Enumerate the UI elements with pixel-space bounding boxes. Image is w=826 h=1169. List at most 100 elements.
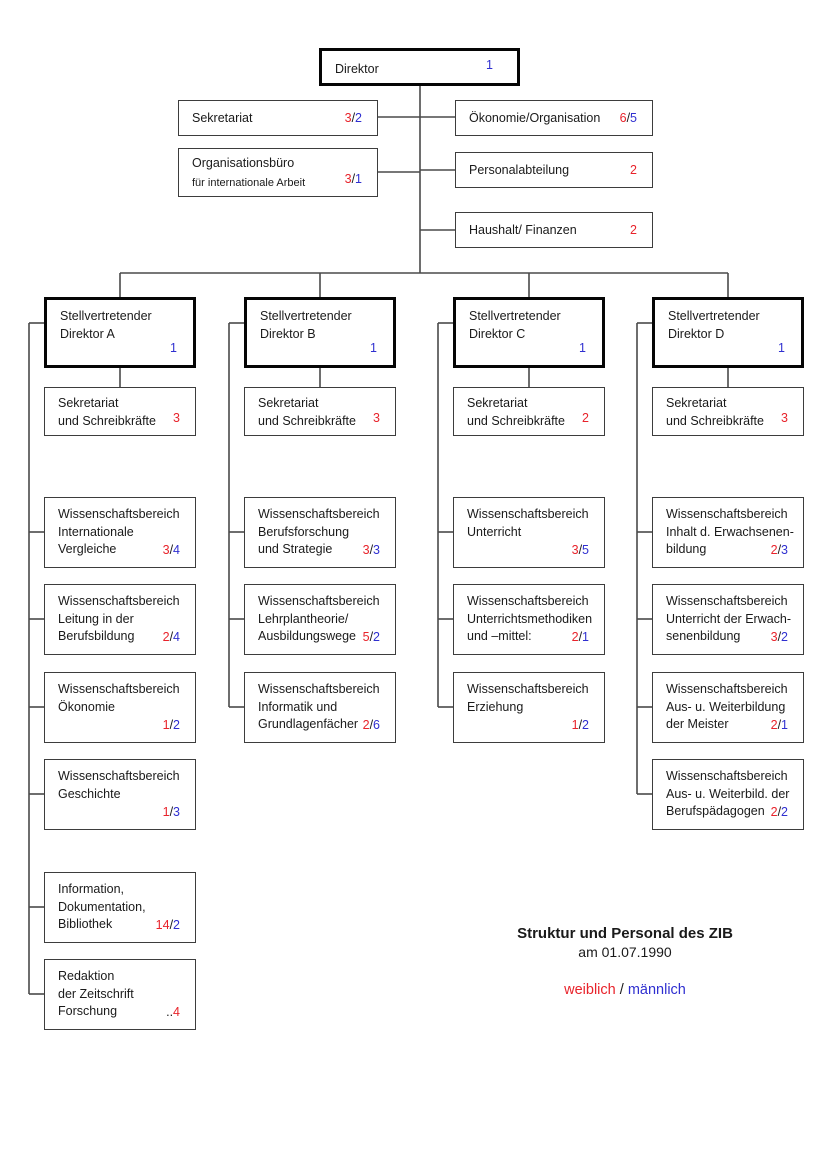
stellv-direktor-a-label: Stellvertretender: [60, 309, 152, 323]
staff-count: 1: [370, 341, 377, 355]
wb-unterricht-erwachsenenbildung-label: Wissenschaftsbereich: [666, 594, 788, 608]
sekretariat-c-label: Sekretariat: [467, 396, 528, 410]
wb-informatik-label: Wissenschaftsbereich: [258, 682, 380, 696]
staff-count: 5/2: [362, 630, 380, 644]
stellv-direktor-c-label: Stellvertretender: [469, 309, 561, 323]
redaktion-forschung-label: der Zeitschrift: [58, 986, 134, 1001]
sekretariat-b-box: Sekretariat und Schreibkräfte 3: [244, 387, 396, 436]
staff-count: 1: [170, 341, 177, 355]
wb-weiterbildung-meister-label: der Meister: [666, 717, 729, 731]
information-dokumentation-label: Information,: [58, 882, 125, 896]
wb-geschichte-label: Geschichte: [58, 786, 121, 801]
wb-internationale-vergleiche-label: Vergleiche: [58, 542, 117, 556]
information-dokumentation-label: Dokumentation,: [58, 899, 146, 914]
wb-unterrichtsmethodiken-label: und –mittel:: [467, 629, 532, 643]
staff-count: ..4: [166, 1005, 180, 1019]
wb-internationale-vergleiche-label: Wissenschaftsbereich: [58, 507, 180, 521]
information-dokumentation-box: Information, Dokumentation, Bibliothek 14/2: [44, 872, 196, 943]
caption-block: Struktur und Personal des ZIB am 01.07.1…: [430, 924, 820, 998]
wb-unterrichtsmethodiken-label: Unterrichtsmethodiken: [467, 611, 593, 626]
wb-lehrplantheorie-label: Wissenschaftsbereich: [258, 594, 380, 608]
sekretariat-a-label: Sekretariat: [58, 396, 119, 410]
wb-lehrplantheorie-label: Ausbildungswege: [258, 629, 356, 643]
staff-count: 3/5: [571, 543, 589, 557]
staff-count: 3/4: [162, 543, 180, 557]
staff-count: 1/2: [162, 718, 180, 732]
wb-berufsforschung-strategie-label: und Strategie: [258, 542, 333, 556]
staff-count: 2: [630, 163, 637, 177]
wb-unterricht-label: Wissenschaftsbereich: [467, 507, 589, 521]
organisationsbuero-sublabel: für internationale Arbeit: [192, 176, 306, 189]
staff-count: 3/2: [344, 111, 362, 125]
wb-weiterbildung-berufspaedagogen-label: Aus- u. Weiterbild. der: [666, 786, 790, 801]
staff-count: 2/1: [571, 630, 589, 644]
staff-count: 14/2: [155, 918, 180, 932]
personalabteilung-label: Personalabteilung: [469, 163, 570, 177]
wb-weiterbildung-meister-label: Wissenschaftsbereich: [666, 682, 788, 696]
redaktion-forschung-label: Forschung: [58, 1004, 118, 1018]
wb-berufsforschung-strategie-label: Berufsforschung: [258, 524, 350, 539]
wb-leitung-berufsbildung-label: Wissenschaftsbereich: [58, 594, 180, 608]
staff-count: 3: [173, 411, 180, 425]
oekonomie-organisation-label: Ökonomie/Organisation: [469, 111, 601, 125]
wb-inhalt-erwachsenenbildung-label: Wissenschaftsbereich: [666, 507, 788, 521]
sekretariat-b-label: Sekretariat: [258, 396, 319, 410]
wb-leitung-berufsbildung-label: Berufsbildung: [58, 629, 135, 643]
stellv-direktor-d-label: Stellvertretender: [668, 309, 760, 323]
wb-lehrplantheorie-label: Lehrplantheorie/: [258, 611, 349, 626]
staff-count: 2/3: [770, 543, 788, 557]
sekretariat-d-label: Sekretariat: [666, 396, 727, 410]
staff-count: 3: [373, 411, 380, 425]
wb-informatik-label: Grundlagenfächer: [258, 717, 359, 731]
staff-count: 2: [630, 223, 637, 237]
sekretariat-d-label: und Schreibkräfte: [666, 413, 764, 428]
staff-count: 3/1: [344, 172, 362, 186]
wb-geschichte-label: Wissenschaftsbereich: [58, 769, 180, 783]
haushalt-finanzen-label: Haushalt/ Finanzen: [469, 223, 577, 237]
staff-count: 2: [582, 411, 589, 425]
information-dokumentation-label: Bibliothek: [58, 917, 113, 931]
sekretariat-b-label: und Schreibkräfte: [258, 413, 356, 428]
wb-internationale-vergleiche-label: Internationale: [58, 524, 134, 539]
staff-count: 1: [486, 58, 493, 72]
sekretariat-c-label: und Schreibkräfte: [467, 413, 565, 428]
staff-count: 1: [579, 341, 586, 355]
stellv-direktor-c-label: Direktor C: [469, 326, 526, 341]
wb-unterricht-erwachsenenbildung-label: senenbildung: [666, 629, 741, 643]
wb-unterricht-erwachsenenbildung-label: Unterricht der Erwach-: [666, 611, 792, 626]
staff-count: 1/2: [571, 718, 589, 732]
wb-inhalt-erwachsenenbildung-label: Inhalt d. Erwachsenen-: [666, 524, 794, 539]
legend-female-label: weiblich: [564, 982, 616, 998]
staff-count: 1/3: [162, 805, 180, 819]
wb-weiterbildung-meister-label: Aus- u. Weiterbildung: [666, 699, 786, 714]
staff-count: 3/3: [362, 543, 380, 557]
wb-leitung-berufsbildung-label: Leitung in der: [58, 611, 134, 626]
staff-count: 2/6: [362, 718, 380, 732]
wb-unterrichtsmethodiken-label: Wissenschaftsbereich: [467, 594, 589, 608]
haushalt-finanzen-box: Haushalt/ Finanzen 2: [455, 212, 653, 248]
sekretariat-label: Sekretariat: [192, 111, 253, 125]
legend-male-label: männlich: [627, 982, 686, 998]
stellv-direktor-b-label: Stellvertretender: [260, 309, 352, 323]
wb-berufsforschung-strategie-label: Wissenschaftsbereich: [258, 507, 380, 521]
wb-weiterbildung-berufspaedagogen-label: Wissenschaftsbereich: [666, 769, 788, 783]
